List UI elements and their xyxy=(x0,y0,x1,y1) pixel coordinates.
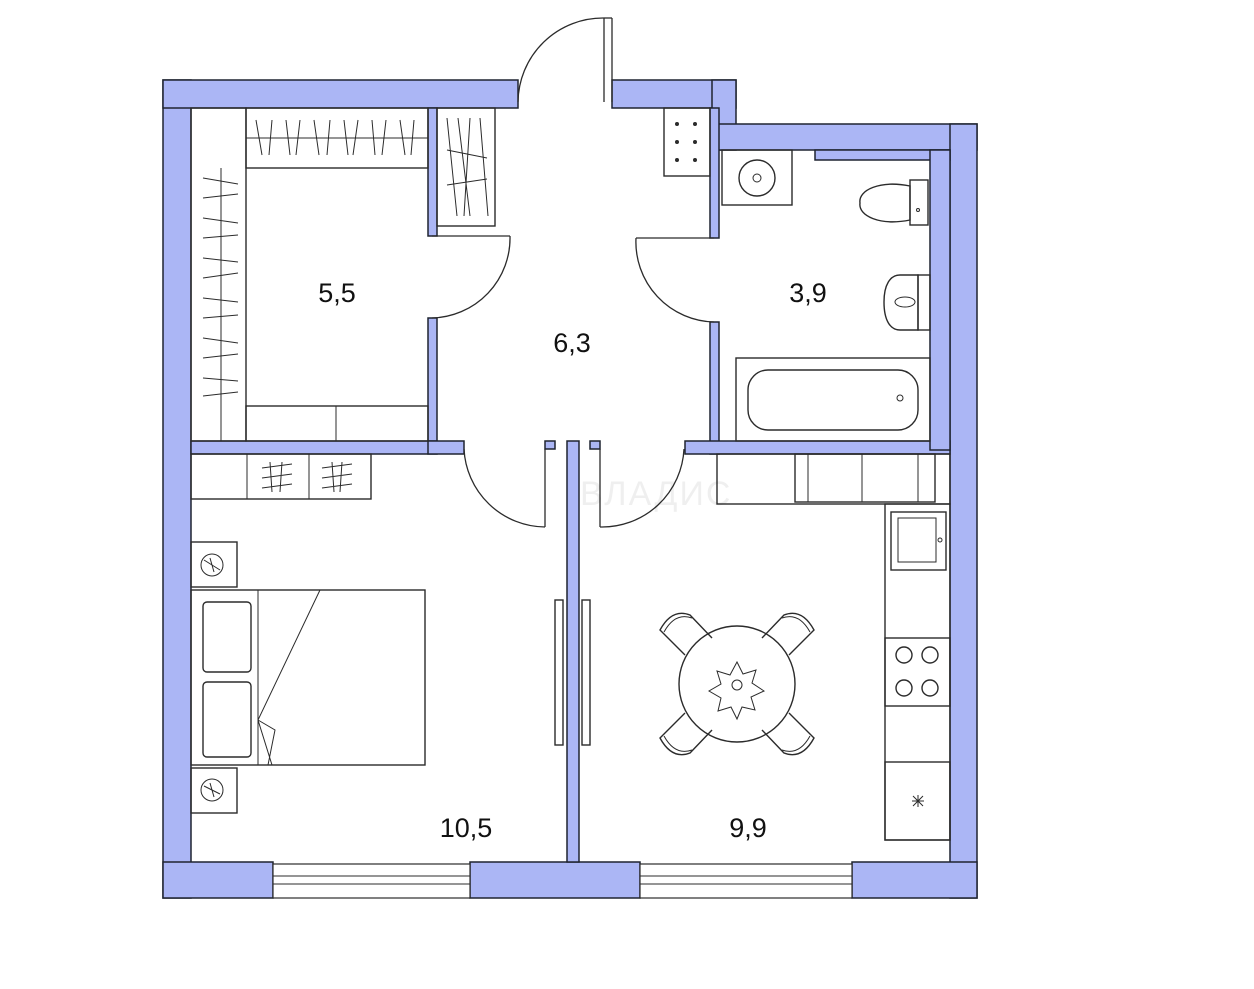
outer-wall-bottom-mid xyxy=(469,861,641,899)
sliding-door xyxy=(581,599,591,746)
hall-area-label: 6,3 xyxy=(553,328,591,358)
washing-machine-icon xyxy=(721,149,793,206)
watermark: ВЛАДИС xyxy=(580,475,732,513)
window-kitchen xyxy=(639,863,853,899)
outer-wall-right xyxy=(949,123,978,899)
storage-area-label: 5,5 xyxy=(318,278,356,308)
chair-icon xyxy=(761,612,815,656)
door-swing-icon xyxy=(431,235,511,319)
bedroom-furniture xyxy=(190,453,426,814)
bathtub-icon xyxy=(735,357,931,442)
outer-wall-top-right xyxy=(711,123,978,151)
wardrobe-icon xyxy=(436,107,496,227)
nightstand-icon xyxy=(190,541,238,588)
bed-icon xyxy=(190,589,426,766)
wall-hall-stub-left xyxy=(544,440,556,450)
chair-icon xyxy=(659,612,713,656)
windows xyxy=(272,863,853,899)
wardrobe-icon xyxy=(190,453,372,500)
chair-icon xyxy=(761,712,815,756)
dining-table-icon xyxy=(678,625,796,743)
sliding-door xyxy=(554,599,564,746)
door-swing-icon xyxy=(599,448,685,528)
outer-wall-bottom-left xyxy=(162,861,274,899)
wall-bath-left-bottom xyxy=(709,321,720,455)
wardrobe-icon xyxy=(190,107,429,442)
outer-wall-bottom-right xyxy=(851,861,978,899)
door-swing-icon xyxy=(635,237,715,323)
bathroom-furniture xyxy=(721,149,931,442)
stove-icon xyxy=(884,637,951,707)
door-swing-icon xyxy=(463,448,546,528)
wall-bath-left-top xyxy=(709,107,720,239)
outer-wall-left xyxy=(162,79,192,899)
chair-icon xyxy=(659,712,713,756)
window-icon xyxy=(272,863,471,899)
walls xyxy=(162,79,978,899)
counter xyxy=(884,503,951,841)
toilet-icon xyxy=(859,179,929,226)
wall-hall-bottom-left xyxy=(427,440,465,455)
wall-hall-stub-right xyxy=(589,440,601,450)
washbasin-icon xyxy=(883,274,931,331)
wall-storage-right-top xyxy=(427,107,438,237)
appliance-icon xyxy=(884,761,951,841)
bedroom-area-label: 10,5 xyxy=(440,813,493,843)
sink-icon xyxy=(890,511,947,571)
wall-center-partition xyxy=(566,440,580,863)
kitchen-furniture xyxy=(659,453,951,841)
window-icon xyxy=(639,863,853,899)
door-swing-icon xyxy=(517,17,613,103)
window-bedroom xyxy=(272,863,471,899)
kitchen-area-label: 9,9 xyxy=(729,813,767,843)
wall-bath-shaft-side xyxy=(929,149,951,451)
bathroom-area-label: 3,9 xyxy=(789,278,827,308)
doors xyxy=(431,17,715,746)
counter xyxy=(716,453,951,505)
outer-wall-top-left xyxy=(162,79,519,109)
wall-storage-right-bottom xyxy=(427,317,438,446)
nightstand-icon xyxy=(190,767,238,814)
storage-furniture xyxy=(190,107,496,442)
wall-storage-bottom xyxy=(190,440,438,455)
electric-panel-icon xyxy=(663,107,711,177)
wall-bath-bottom xyxy=(684,440,951,455)
fridge-icon xyxy=(794,453,936,503)
